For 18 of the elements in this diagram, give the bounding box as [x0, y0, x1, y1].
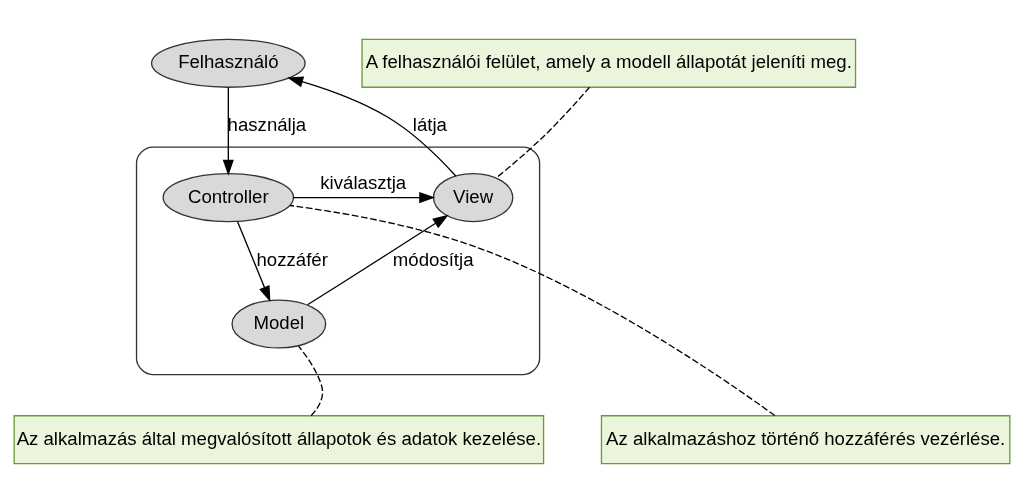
edge-label: kiválasztja [320, 171, 407, 193]
node-ellipse: Model [231, 299, 327, 349]
arrow [292, 192, 436, 204]
connector [289, 204, 776, 417]
edge-label: látja [412, 114, 447, 136]
arrow [236, 221, 271, 302]
arrow [287, 76, 457, 177]
node-ellipse: View [432, 173, 514, 223]
cluster [135, 146, 541, 376]
connector [495, 86, 591, 179]
arrow [306, 214, 449, 306]
edge-label: hozzáfér [256, 248, 328, 270]
node-box: Az alkalmazáshoz történő hozzáférés vezérlése. [600, 415, 1011, 465]
edge-label: módosítja [392, 248, 474, 270]
connector [298, 345, 324, 417]
node-box: Az alkalmazás által megvalósított állapotok és adatok kezelése. [13, 415, 545, 465]
node-ellipse: Controller [162, 173, 295, 223]
node-box: A felhasználói felület, amely a modell állapotát jeleníti meg. [361, 38, 857, 88]
